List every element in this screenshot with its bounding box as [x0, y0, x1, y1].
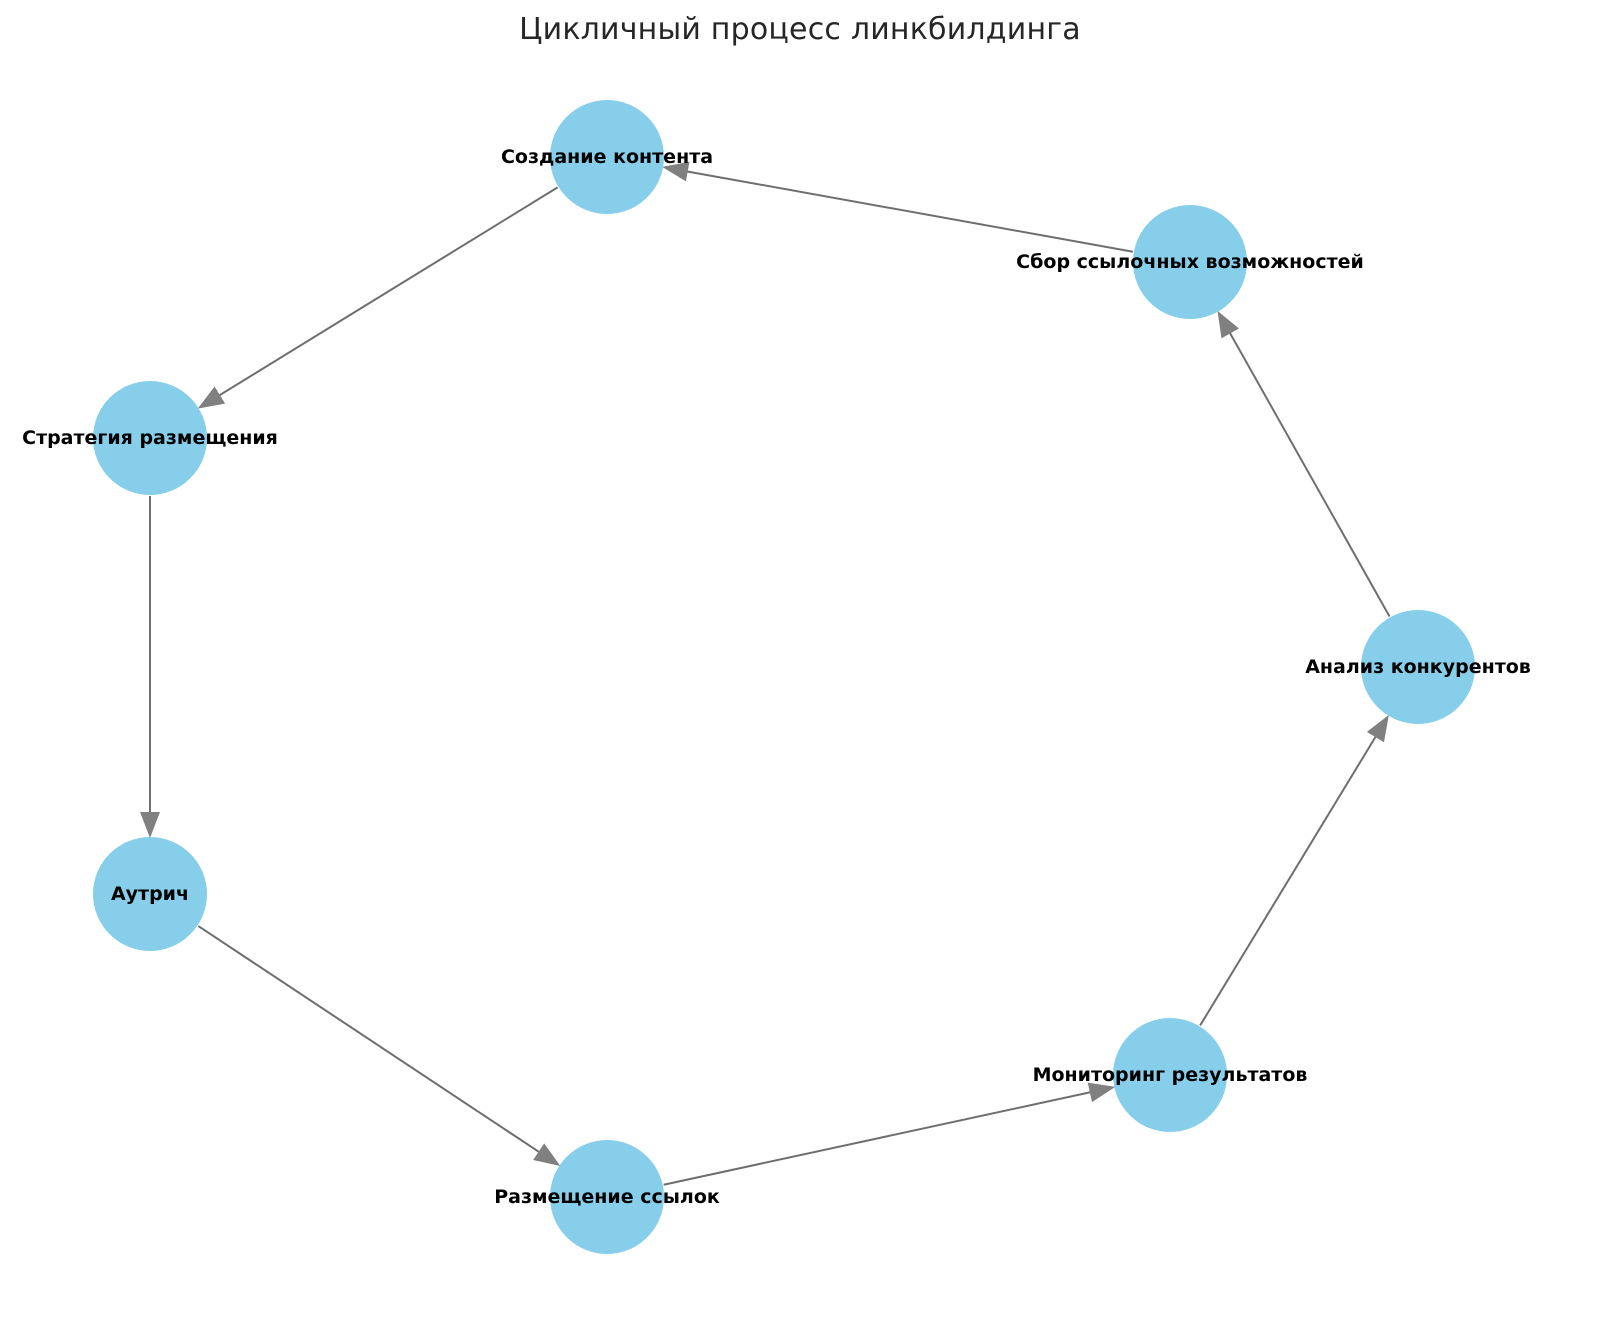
edge-monitoring-to-analysis — [1199, 714, 1389, 1026]
edge-strategy-to-outreach — [140, 496, 160, 838]
page-title: Цикличный процесс линкбилдинга — [519, 12, 1081, 47]
edge-line — [1199, 733, 1379, 1026]
node-placement[interactable] — [550, 1140, 664, 1254]
edge-line — [663, 1090, 1094, 1186]
arrowhead-icon — [533, 1143, 561, 1167]
nodes-layer — [93, 100, 1475, 1254]
arrowhead-icon — [662, 161, 690, 182]
arrowhead-icon — [1366, 714, 1389, 743]
node-outreach[interactable] — [93, 837, 207, 951]
edge-content-to-strategy — [197, 186, 559, 409]
edge-line — [215, 186, 559, 398]
edge-line — [683, 169, 1134, 253]
arrowhead-icon — [1087, 1082, 1116, 1103]
edge-line — [1227, 329, 1391, 617]
edge-analysis-to-collect — [1217, 310, 1391, 617]
edge-outreach-to-placement — [197, 925, 561, 1167]
node-analysis[interactable] — [1361, 610, 1475, 724]
node-collect[interactable] — [1133, 205, 1247, 319]
edge-line — [197, 925, 543, 1155]
node-strategy[interactable] — [93, 381, 207, 495]
node-monitoring[interactable] — [1113, 1018, 1227, 1132]
edges-layer — [140, 161, 1391, 1186]
arrowhead-icon — [197, 386, 226, 409]
edge-placement-to-monitoring — [663, 1082, 1116, 1186]
arrowhead-icon — [140, 812, 160, 838]
node-content[interactable] — [550, 100, 664, 214]
edge-collect-to-content — [662, 161, 1134, 253]
arrowhead-icon — [1217, 310, 1239, 339]
